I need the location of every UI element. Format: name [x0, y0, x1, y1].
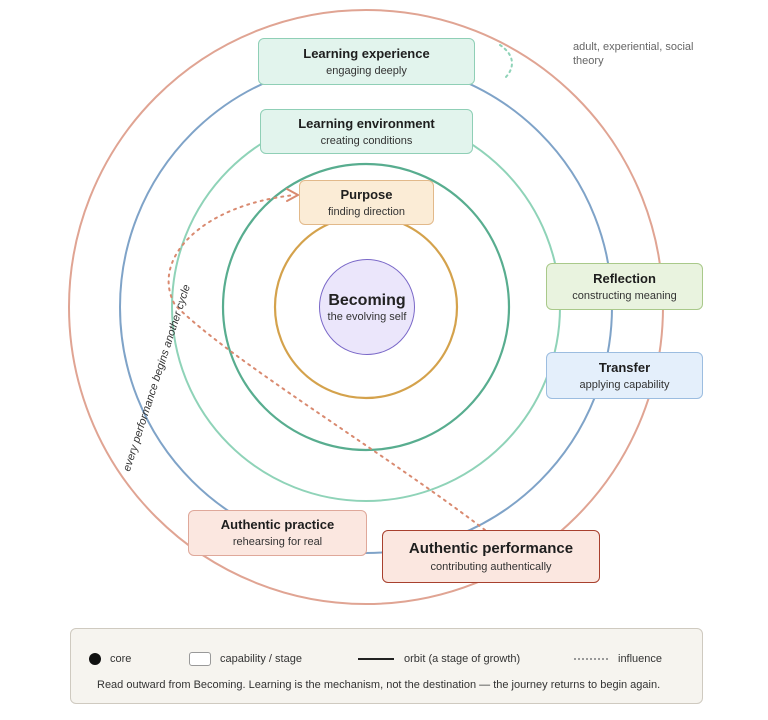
theory-note: adult, experiential, social theory	[573, 41, 694, 67]
node-authentic-practice[interactable]: Authentic practice rehearsing for real	[188, 510, 367, 556]
influence-path-theory	[499, 44, 513, 79]
node-title: Authentic performance	[408, 540, 574, 557]
node-purpose[interactable]: Purpose finding direction	[299, 180, 434, 225]
legend-orbit-label: orbit (a stage of growth)	[404, 653, 521, 665]
legend-item-orbit: orbit (a stage of growth)	[358, 649, 520, 669]
node-subtitle: creating conditions	[320, 134, 413, 147]
node-subtitle: applying capability	[579, 378, 670, 391]
legend-core-swatch	[89, 653, 101, 665]
node-authentic-performance[interactable]: Authentic performance contributing authe…	[382, 530, 600, 583]
legend-caption: Read outward from Becoming. Learning is …	[97, 679, 661, 691]
node-reflection[interactable]: Reflection constructing meaning	[546, 263, 703, 310]
legend: core capability / stage orbit (a stage o…	[70, 628, 703, 704]
legend-item-core: core	[89, 649, 131, 669]
legend-capability-swatch	[189, 652, 211, 666]
node-title: Purpose	[340, 186, 393, 202]
legend-influence-swatch	[574, 658, 608, 660]
node-title: Learning experience	[303, 45, 430, 61]
legend-item-capability: capability / stage	[189, 649, 302, 669]
node-title: Learning environment	[298, 115, 435, 131]
node-subtitle: finding direction	[327, 205, 406, 218]
legend-item-influence: influence	[574, 649, 662, 669]
influence-arrowhead	[286, 188, 301, 202]
core-title: Becoming	[328, 291, 406, 309]
legend-orbit-swatch	[358, 658, 394, 660]
node-subtitle: contributing authentically	[430, 561, 552, 573]
node-title: Transfer	[598, 359, 651, 375]
node-title: Authentic practice	[220, 517, 335, 532]
legend-core-label: core	[110, 653, 132, 665]
node-learning-environment[interactable]: Learning environment creating conditions	[260, 109, 473, 154]
node-learning-experience[interactable]: Learning experience engaging deeply	[258, 38, 475, 85]
node-transfer[interactable]: Transfer applying capability	[546, 352, 703, 399]
orbit-2	[221, 162, 511, 452]
core-subtitle: the evolving self	[327, 310, 407, 323]
core-becoming[interactable]: Becoming the evolving self	[319, 259, 415, 355]
legend-capability-label: capability / stage	[220, 653, 302, 665]
influence-path-cycle	[167, 194, 486, 531]
legend-influence-label: influence	[618, 653, 663, 665]
node-subtitle: constructing meaning	[572, 289, 677, 302]
node-subtitle: engaging deeply	[326, 64, 407, 77]
node-title: Reflection	[593, 270, 656, 286]
node-subtitle: rehearsing for real	[232, 536, 323, 548]
legend-row: core capability / stage orbit (a stage o…	[71, 649, 702, 669]
